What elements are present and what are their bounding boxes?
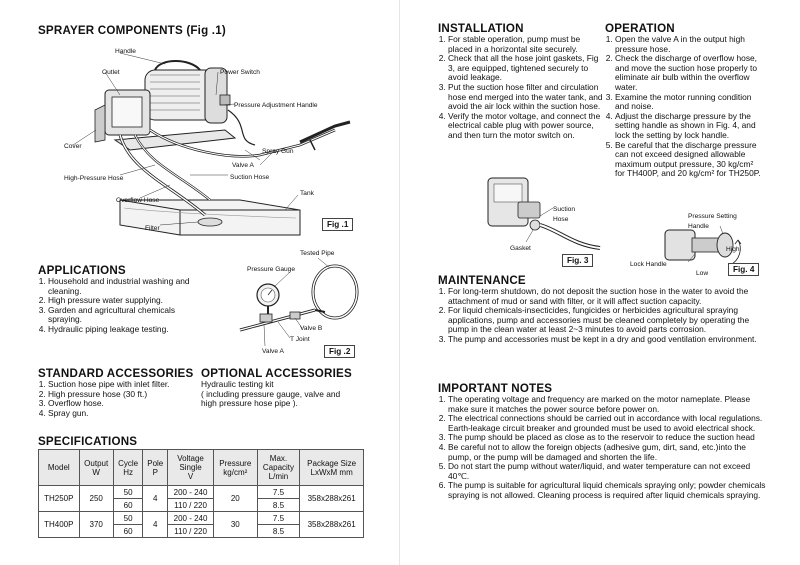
- list-item: For liquid chemicals-insecticides, fungi…: [448, 305, 768, 335]
- label-low: Low: [696, 270, 709, 277]
- label-suction-hose-fig3: Suction Hose: [553, 206, 575, 223]
- list-item: For long-term shutdown, do not deposit t…: [448, 286, 768, 306]
- sprayer-components-title: SPRAYER COMPONENTS (Fig .1): [38, 24, 226, 37]
- fig3-label: Fig. 3: [562, 254, 594, 267]
- list-item: Verify the motor voltage, and connect th…: [448, 111, 603, 141]
- standard-accessories-title: STANDARD ACCESSORIES: [38, 367, 194, 380]
- list-item: Be careful not to allow the foreign obje…: [448, 442, 768, 462]
- list-item: High pressure hose (30 ft.): [48, 389, 198, 400]
- left-page: SPRAYER COMPONENTS (Fig .1): [0, 0, 400, 565]
- optional-accessories-title: OPTIONAL ACCESSORIES: [201, 367, 352, 380]
- fig1-label: Fig .1: [322, 218, 354, 231]
- label-tank: Tank: [300, 190, 314, 197]
- label-valve-a: Valve A: [232, 162, 254, 169]
- label-valve-b: Valve B: [300, 325, 323, 332]
- label-overflow-hose: Overflow Hose: [116, 197, 160, 204]
- label-pressure-gauge: Pressure Gauge: [247, 266, 296, 273]
- label-gasket: Gasket: [510, 245, 531, 252]
- list-item: High pressure water supplying.: [48, 296, 204, 306]
- label-t-joint: T Joint: [290, 336, 310, 343]
- list-item: Examine the motor running condition and …: [615, 92, 763, 112]
- standard-accessories-list: Suction hose pipe with inlet filter. Hig…: [38, 379, 198, 419]
- list-item: Check that all the hose joint gaskets, F…: [448, 53, 603, 83]
- right-page: INSTALLATION For stable operation, pump …: [400, 0, 800, 565]
- table-row: TH400P 370 50 4 200 - 240 30 7.5 358x288…: [38, 511, 364, 538]
- fig2-label: Fig .2: [324, 345, 356, 358]
- list-item: The pump is suitable for agricultural li…: [448, 480, 768, 500]
- fig4-illustration: [664, 225, 742, 266]
- maintenance-list: For long-term shutdown, do not deposit t…: [438, 286, 768, 345]
- applications-title: APPLICATIONS: [38, 264, 126, 277]
- installation-list: For stable operation, pump must be place…: [438, 34, 603, 141]
- label-high: High: [726, 246, 740, 253]
- label-power-switch: Power Switch: [220, 69, 260, 76]
- list-item: The operating voltage and frequency are …: [448, 394, 768, 414]
- important-notes-title: IMPORTANT NOTES: [438, 382, 553, 395]
- list-item: Spray gun.: [48, 408, 198, 419]
- label-handle: Handle: [115, 48, 136, 55]
- label-outlet: Outlet: [102, 69, 120, 76]
- table-row: 60 110 / 220 8.5: [39, 524, 364, 538]
- optional-accessories-text: Hydraulic testing kit ( including pressu…: [201, 379, 341, 409]
- fig2-illustration: [239, 257, 359, 347]
- list-item: The pump should be placed as close as to…: [448, 433, 768, 443]
- list-item: The electrical connections should be car…: [448, 413, 768, 433]
- label-lock-handle: Lock Handle: [630, 261, 667, 268]
- table-row: TH250P 250 50 4 200 - 240 20 7.5 358x288…: [38, 485, 364, 512]
- sprayer-illustration: [72, 52, 351, 236]
- list-item: Do not start the pump without water/liqu…: [448, 461, 768, 481]
- list-item: Overflow hose.: [48, 399, 198, 409]
- col-model: Model: [38, 449, 80, 486]
- list-item: Put the suction hose filter and circulat…: [448, 82, 603, 112]
- maintenance-title: MAINTENANCE: [438, 274, 526, 287]
- operation-list: Open the valve A in the output high pres…: [605, 34, 763, 179]
- table-row: 60 110 / 220 8.5: [39, 498, 364, 512]
- list-item: Garden and agricultural chemicals sprayi…: [48, 305, 204, 325]
- list-item: The pump and accessories must be kept in…: [448, 334, 768, 345]
- important-notes-list: The operating voltage and frequency are …: [438, 394, 768, 501]
- list-item: For stable operation, pump must be place…: [448, 34, 603, 54]
- label-suction-hose: Suction Hose: [230, 174, 270, 181]
- fig4-label: Fig. 4: [728, 263, 760, 276]
- label-pressure-setting-handle: Pressure Setting Handle: [688, 213, 737, 230]
- label-valve-a-fig2: Valve A: [262, 348, 284, 355]
- installation-title: INSTALLATION: [438, 22, 524, 35]
- list-item: Be careful that the discharge pressure c…: [615, 140, 763, 179]
- label-tested-pipe: Tested Pipe: [300, 250, 335, 257]
- list-item: Household and industrial washing and cle…: [48, 276, 204, 296]
- list-item: Suction hose pipe with inlet filter.: [48, 379, 198, 390]
- label-filter: Filter: [145, 225, 160, 232]
- fig3-illustration: [487, 177, 601, 250]
- page-divider: [399, 0, 400, 565]
- label-spray-gun: Spray Gun: [262, 148, 294, 155]
- label-high-pressure-hose: High-Pressure Hose: [64, 175, 124, 182]
- list-item: Open the valve A in the output high pres…: [615, 34, 763, 54]
- label-cover: Cover: [64, 143, 82, 150]
- label-pressure-adjustment-handle: Pressure Adjustment Handle: [234, 102, 318, 109]
- list-item: Check the discharge of overflow hose, an…: [615, 53, 763, 92]
- specifications-title: SPECIFICATIONS: [38, 435, 138, 448]
- operation-title: OPERATION: [605, 22, 675, 35]
- applications-list: Household and industrial washing and cle…: [38, 276, 204, 335]
- list-item: Hydraulic piping leakage testing.: [48, 324, 204, 335]
- list-item: Adjust the discharge pressure by the set…: [615, 111, 763, 141]
